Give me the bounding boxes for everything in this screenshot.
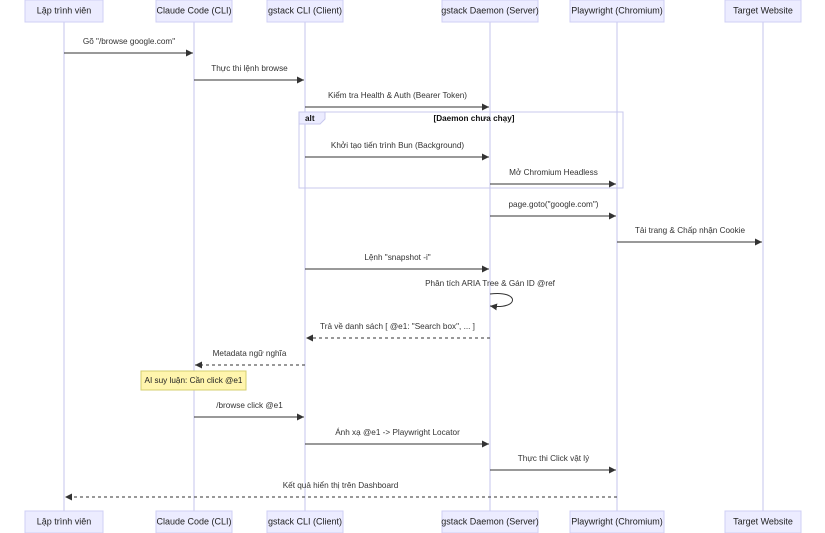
actor-box-daemon-top [441, 0, 539, 23]
message-label: page.goto("google.com") [508, 200, 598, 209]
actor-label-cli-top: gstack CLI (Client) [268, 5, 342, 15]
message-1: Gõ "/browse google.com" [64, 37, 193, 57]
actor-box-web-top [724, 0, 802, 23]
message-15: Kết quả hiển thị trên Dashboard [65, 480, 617, 501]
message-8: Lệnh "snapshot -i" [305, 253, 489, 273]
note-box [140, 370, 247, 391]
message-label: Kiểm tra Health & Auth (Bearer Token) [328, 90, 467, 100]
message-label: Tải trang & Chấp nhận Cookie [635, 226, 746, 235]
actor-box-daemon-bottom [441, 510, 539, 533]
message-7: Tải trang & Chấp nhận Cookie [617, 226, 762, 246]
message-2: Thực thi lệnh browse [194, 64, 304, 84]
message-5: Mở Chromium Headless [490, 168, 616, 188]
message-label: Mở Chromium Headless [509, 168, 598, 177]
actor-box-dev-top [24, 0, 104, 23]
message-12: /browse click @e1 [194, 401, 304, 421]
actor-label-web-top: Target Website [733, 5, 793, 15]
actor-label-daemon-bottom: gstack Daemon (Server) [441, 516, 539, 526]
actor-box-pw-top [569, 0, 665, 23]
note-text: AI suy luận: Cần click @e1 [145, 376, 243, 385]
actor-box-pw-bottom [569, 510, 665, 533]
message-arrow-self [489, 292, 513, 311]
message-11: Metadata ngữ nghĩa [195, 349, 305, 369]
message-label: Ánh xạ @e1 -> Playwright Locator [335, 427, 460, 437]
actor-label-pw-bottom: Playwright (Chromium) [571, 516, 663, 526]
actor-label-dev-bottom: Lập trình viên [37, 516, 92, 526]
alt-tab [298, 111, 326, 125]
lifelines [63, 22, 764, 511]
message-6: page.goto("google.com") [490, 200, 616, 220]
actor-label-pw-top: Playwright (Chromium) [571, 5, 663, 15]
message-label: Lệnh "snapshot -i" [364, 253, 430, 262]
actor-box-cli-bottom [266, 510, 344, 533]
message-13: Ánh xạ @e1 -> Playwright Locator [305, 427, 489, 448]
actor-label-dev-top: Lập trình viên [37, 5, 92, 15]
actor-label-web-bottom: Target Website [733, 516, 793, 526]
actor-box-cli-top [266, 0, 344, 23]
actor-label-claude-bottom: Claude Code (CLI) [156, 516, 231, 526]
note: AI suy luận: Cần click @e1 [140, 370, 247, 391]
message-label: Thực thi Click vật lý [518, 454, 590, 463]
actor-box-claude-top [155, 0, 233, 23]
message-9: Phân tích ARIA Tree & Gán ID @ref [425, 279, 556, 311]
message-label: Trả về danh sách [ @e1: "Search box", ..… [320, 322, 475, 331]
actor-box-claude-bottom [155, 510, 233, 533]
alt-condition: [Daemon chưa chạy] [433, 114, 514, 123]
message-label: Metadata ngữ nghĩa [213, 349, 287, 358]
actor-box-web-bottom [724, 510, 802, 533]
message-14: Thực thi Click vật lý [490, 454, 616, 474]
message-label: Thực thi lệnh browse [211, 64, 288, 73]
alt-fragment: alt [Daemon chưa chạy] [298, 111, 624, 189]
alt-frame [298, 111, 624, 189]
message-label: Gõ "/browse google.com" [83, 37, 175, 46]
message-3: Kiểm tra Health & Auth (Bearer Token) [305, 90, 489, 111]
message-label: Kết quả hiển thị trên Dashboard [283, 480, 399, 490]
message-label: /browse click @e1 [216, 401, 283, 410]
message-label: Phân tích ARIA Tree & Gán ID @ref [425, 279, 556, 288]
actor-label-cli-bottom: gstack CLI (Client) [268, 516, 342, 526]
alt-label: alt [305, 114, 315, 123]
message-10: Trả về danh sách [ @e1: "Search box", ..… [306, 322, 490, 342]
message-label: Khởi tạo tiến trình Bun (Background) [331, 141, 465, 150]
message-4: Khởi tạo tiến trình Bun (Background) [305, 141, 489, 161]
actor-label-daemon-top: gstack Daemon (Server) [441, 5, 539, 15]
actor-label-claude-top: Claude Code (CLI) [156, 5, 231, 15]
actor-box-dev-bottom [24, 510, 104, 533]
messages: Gõ "/browse google.com" Thực thi lệnh bro… [64, 37, 762, 501]
